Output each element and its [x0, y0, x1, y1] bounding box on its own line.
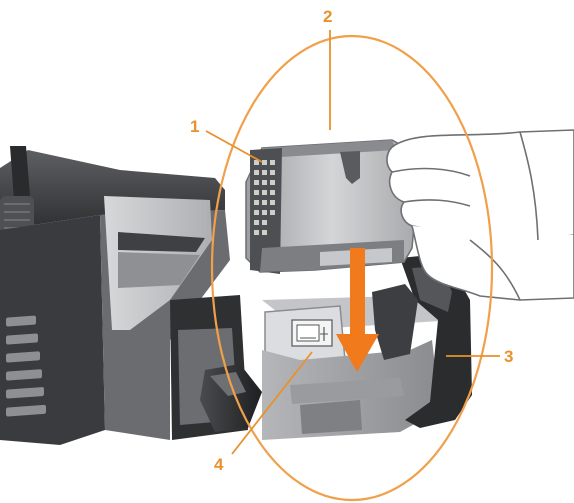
ink-cartridge [245, 139, 419, 274]
contact-label [291, 319, 333, 347]
leader-4 [231, 351, 313, 455]
vent-slots [6, 315, 46, 417]
leader-1 [205, 130, 263, 163]
cartridge-contacts [254, 160, 275, 235]
down-arrow-icon [336, 248, 379, 372]
callout-leaders [205, 30, 500, 455]
carriage-latch [400, 255, 472, 428]
callout-4: 4 [214, 455, 224, 474]
callout-1: 1 [190, 117, 200, 136]
highlight-ellipse [210, 34, 494, 502]
cartridge-carriage [262, 255, 472, 440]
callout-3: 3 [504, 347, 514, 366]
printer-body [0, 146, 262, 445]
callout-2: 2 [323, 7, 333, 26]
